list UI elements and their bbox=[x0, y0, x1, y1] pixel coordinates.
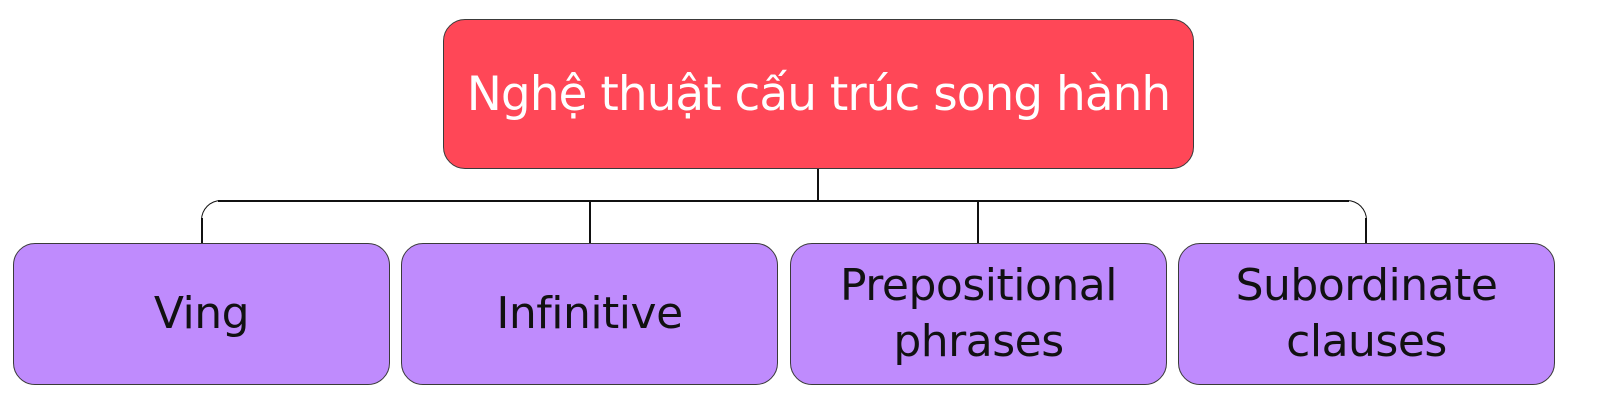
connector-left-corner bbox=[201, 200, 221, 220]
child-node-ving: Ving bbox=[13, 243, 390, 385]
child-node-prepositional-phrases: Prepositional phrases bbox=[790, 243, 1167, 385]
connector-stem-3 bbox=[977, 200, 979, 243]
child-node-infinitive: Infinitive bbox=[401, 243, 778, 385]
root-node: Nghệ thuật cấu trúc song hành bbox=[443, 19, 1194, 169]
child-node-label: Infinitive bbox=[496, 288, 683, 339]
connector-right-corner bbox=[1347, 200, 1367, 220]
connector-stem-1 bbox=[201, 218, 203, 243]
connector-stem-4 bbox=[1365, 218, 1367, 243]
child-node-subordinate-clauses: Subordinate clauses bbox=[1178, 243, 1555, 385]
connector-horizontal bbox=[218, 200, 1349, 202]
root-node-label: Nghệ thuật cấu trúc song hành bbox=[466, 66, 1171, 122]
connector-stem-2 bbox=[589, 200, 591, 243]
child-node-label: Prepositional phrases bbox=[840, 260, 1117, 367]
child-node-label: Subordinate clauses bbox=[1235, 260, 1498, 367]
child-node-label: Ving bbox=[153, 288, 250, 339]
connector-root-stem bbox=[817, 169, 819, 201]
